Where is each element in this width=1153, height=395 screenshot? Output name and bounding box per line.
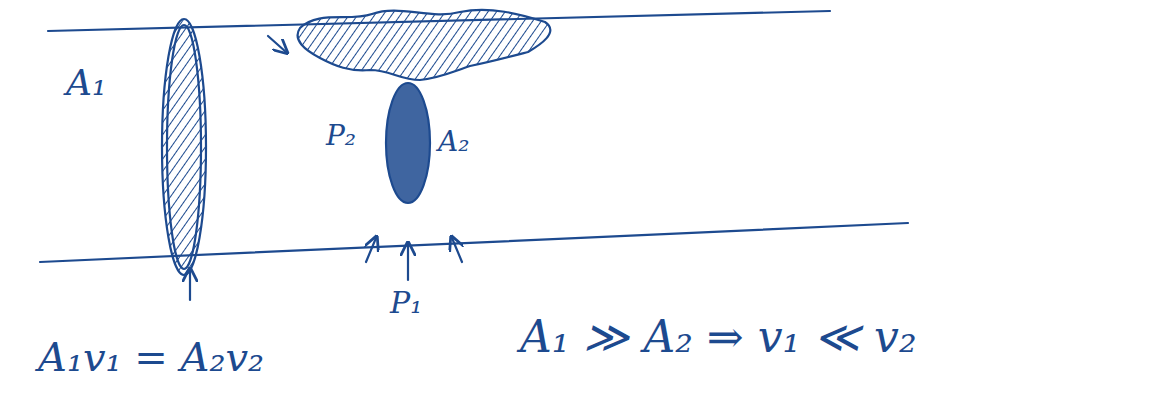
pressure-arrow bbox=[366, 238, 376, 262]
pressure-label: P₂ bbox=[326, 120, 356, 152]
pointer-arrow bbox=[268, 36, 286, 52]
area-label: A₁ bbox=[66, 62, 106, 103]
equation: A₁ ≫ A₂ ⇒ v₁ ≪ v₂ bbox=[520, 312, 917, 363]
pressure-arrow bbox=[407, 244, 409, 280]
pointer-arrow bbox=[189, 270, 191, 300]
obstruction bbox=[298, 10, 551, 80]
cross-section-large bbox=[162, 19, 206, 275]
equation: A₁v₁ = A₂v₂ bbox=[38, 334, 264, 380]
pressure-arrow bbox=[452, 238, 462, 262]
cross-section-large bbox=[167, 25, 201, 269]
pressure-label: P₁ bbox=[390, 286, 422, 321]
cross-section-small bbox=[386, 83, 430, 203]
area-label: A₂ bbox=[438, 126, 469, 158]
